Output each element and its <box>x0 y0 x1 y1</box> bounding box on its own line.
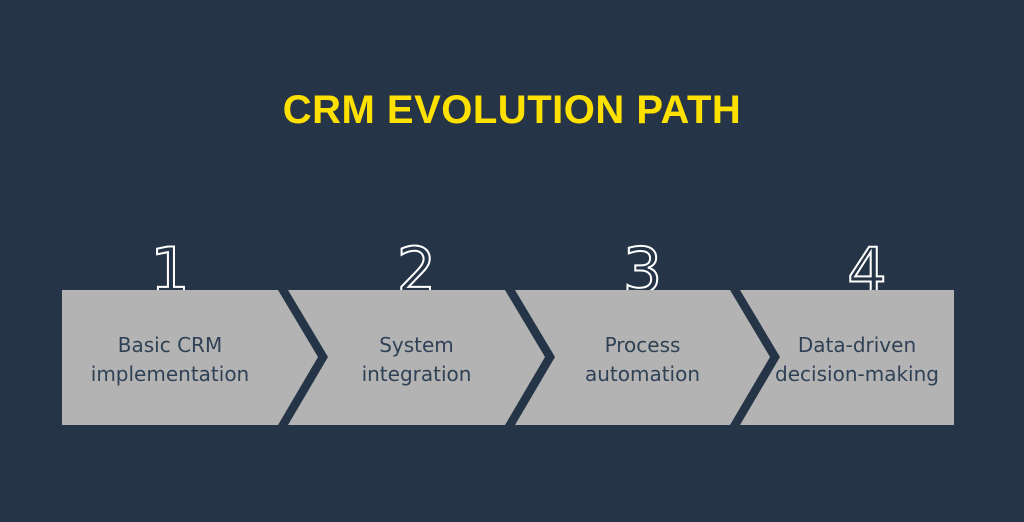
step-arrow-shape <box>515 290 770 425</box>
step-label-line2: integration <box>362 362 472 386</box>
step-label-line2: decision-making <box>775 362 939 386</box>
step-label-line1: Data-driven <box>798 333 916 357</box>
step-label-line2: automation <box>585 362 700 386</box>
step-3: Process automation <box>515 290 770 425</box>
step-arrow-shape <box>62 290 318 425</box>
step-1: Basic CRM implementation <box>62 290 318 425</box>
step-label-line2: implementation <box>91 362 249 386</box>
step-arrow-shape <box>740 290 954 425</box>
step-2: System integration <box>288 290 545 425</box>
step-label-line1: Basic CRM <box>118 333 222 357</box>
step-label-line1: System <box>379 333 454 357</box>
step-arrow-shape <box>288 290 545 425</box>
diagram-title: CRM EVOLUTION PATH <box>282 88 742 132</box>
step-4: Data-driven decision-making <box>740 290 954 425</box>
step-label-line1: Process <box>605 333 681 357</box>
